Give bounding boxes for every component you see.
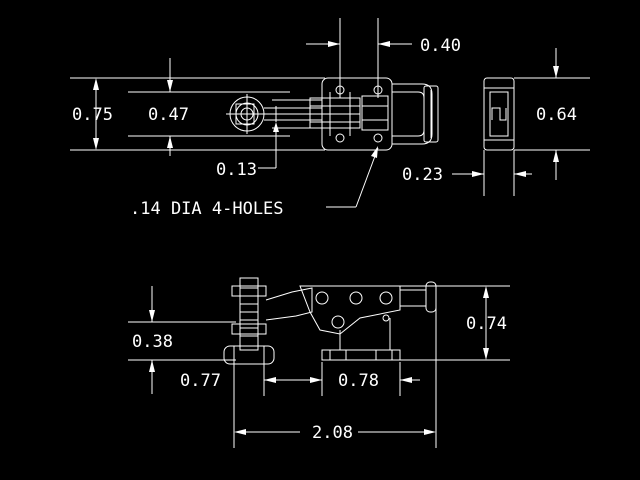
bolt-nut-bottom bbox=[231, 323, 267, 335]
arrow-holes bbox=[371, 146, 378, 158]
arrow-064-bottom bbox=[553, 150, 559, 162]
arrow-038-bottom bbox=[149, 360, 155, 372]
pivot-pin-3 bbox=[379, 291, 393, 305]
arrow-208-left bbox=[234, 429, 246, 435]
bolt-shaft bbox=[239, 277, 259, 351]
arrow-047-top bbox=[167, 80, 173, 92]
handle-grip-side bbox=[425, 281, 437, 313]
pivot-pin-5 bbox=[382, 314, 390, 322]
pivot-block bbox=[361, 95, 389, 131]
pivot-pin-4 bbox=[331, 315, 345, 329]
dim-label-023: 0.23 bbox=[402, 165, 443, 185]
clamp-arm bbox=[265, 287, 313, 321]
bolt-pad bbox=[223, 345, 275, 365]
end-view-inner bbox=[489, 91, 509, 137]
dim-label-040: 0.40 bbox=[420, 36, 461, 56]
arrow-013 bbox=[273, 122, 279, 132]
end-view-profile bbox=[491, 107, 507, 121]
arrow-075-top bbox=[93, 78, 99, 90]
arrow-040-left bbox=[328, 41, 340, 47]
mount-hole-2 bbox=[373, 85, 383, 95]
hole-note-label: .14 DIA 4-HOLES bbox=[130, 199, 284, 219]
dim-label-075: 0.75 bbox=[72, 105, 113, 125]
arrow-040-right bbox=[378, 41, 390, 47]
bolt-nut-top bbox=[231, 285, 267, 297]
pivot-pin-2 bbox=[349, 291, 363, 305]
arrow-023-left bbox=[472, 171, 484, 177]
dim-label-038: 0.38 bbox=[132, 332, 173, 352]
handle-grip bbox=[423, 85, 439, 143]
arrow-077-right bbox=[264, 377, 276, 383]
handle-loop-outer bbox=[392, 83, 433, 145]
arrow-064-top bbox=[553, 66, 559, 78]
arrow-047-bottom bbox=[167, 136, 173, 148]
mount-hole-4 bbox=[373, 133, 383, 143]
arrow-078-left bbox=[310, 377, 322, 383]
dim-label-208: 2.08 bbox=[312, 423, 353, 443]
side-view: 0.38 0.77 0.78 0.74 2.08 bbox=[128, 277, 510, 448]
dim-label-013: 0.13 bbox=[216, 160, 257, 180]
dim-label-047: 0.47 bbox=[148, 105, 189, 125]
dim-label-064: 0.64 bbox=[536, 105, 577, 125]
linkage-block bbox=[309, 97, 361, 129]
arrow-074-top bbox=[483, 286, 489, 298]
arrow-074-bottom bbox=[483, 348, 489, 360]
arrow-023-right bbox=[514, 171, 526, 177]
dim-label-078: 0.78 bbox=[338, 371, 379, 391]
dim-label-074: 0.74 bbox=[466, 314, 507, 334]
arrow-038-top bbox=[149, 310, 155, 322]
base-plate bbox=[321, 349, 401, 361]
dim-label-077: 0.77 bbox=[180, 371, 221, 391]
top-view: 0.40 0.75 0.47 0.13 0.64 0.23 .14 DIA 4-… bbox=[70, 18, 590, 219]
end-view-outline bbox=[483, 77, 515, 151]
arrow-208-right bbox=[424, 429, 436, 435]
spindle-square bbox=[235, 103, 255, 125]
mount-hole-1 bbox=[335, 85, 345, 95]
arrow-078-right bbox=[400, 377, 412, 383]
arrow-075-bottom bbox=[93, 138, 99, 150]
leader-holes-diagonal bbox=[355, 147, 379, 208]
mount-hole-3 bbox=[335, 133, 345, 143]
pivot-pin-1 bbox=[315, 291, 329, 305]
